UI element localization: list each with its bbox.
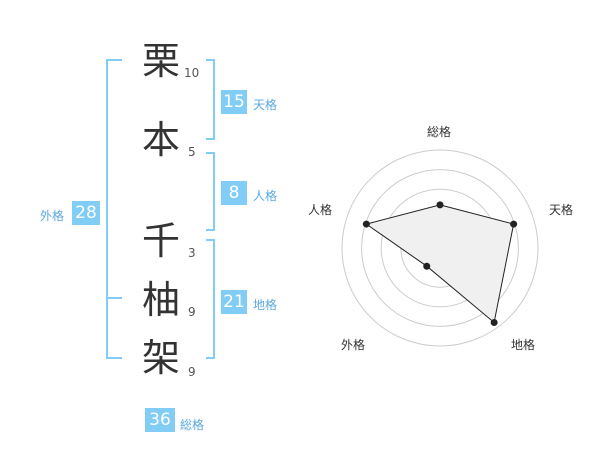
jinkaku-bracket [206,152,215,231]
radar-point-3 [490,319,498,327]
radar-point-4 [423,262,431,270]
radar-label-tenkaku: 天格 [549,203,574,217]
kanji-3: 千 [142,219,181,263]
radar-shape [365,204,515,324]
jinkaku-label: 人格 [253,189,278,203]
kanji-1: 栗 [142,39,181,83]
radar-label-soukaku: 総格 [427,125,452,139]
tenkaku-bracket [206,59,215,140]
radar-ring-4 [361,169,519,327]
radar-label-jinkaku: 人格 [308,203,333,217]
kanji-2: 本 [142,118,181,162]
kanji-5: 架 [142,336,181,380]
radar-chart [341,149,539,347]
stroke-count-3: 3 [188,246,196,260]
radar-point-5 [362,220,370,228]
stroke-count-1: 10 [184,66,200,80]
radar-points [362,201,518,327]
gaikaku-score: 28 [72,201,100,225]
radar-label-gaikaku: 外格 [341,338,366,352]
tenkaku-score: 15 [221,90,247,114]
jinkaku-score: 8 [221,181,247,205]
stroke-count-5: 9 [188,365,196,379]
radar-ring-5 [341,149,539,347]
stroke-count-4: 9 [188,305,196,319]
chikaku-score: 21 [221,290,247,314]
radar-point-1 [436,201,444,209]
soukaku-label: 総格 [180,418,205,432]
soukaku-score: 36 [145,408,175,432]
bracket-lines [106,59,215,359]
radar-point-2 [510,220,518,228]
gaikaku-bracket [106,59,122,359]
gaikaku-label: 外格 [40,209,65,223]
chikaku-bracket [206,239,215,359]
chikaku-label: 地格 [253,298,278,312]
stroke-count-2: 5 [188,145,196,159]
radar-label-chikaku: 地格 [511,338,536,352]
kanji-4: 柚 [142,278,181,322]
tenkaku-label: 天格 [253,98,278,112]
